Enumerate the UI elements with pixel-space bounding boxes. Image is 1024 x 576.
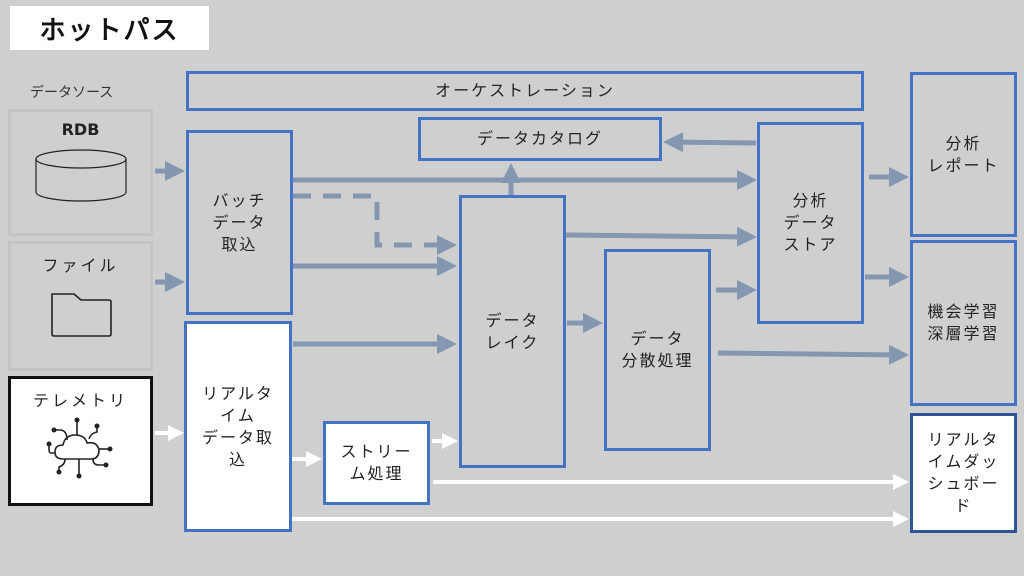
arrow-lake-to-store [565,226,757,247]
analytics-report-box[interactable]: 分析 レポート [910,72,1017,237]
orchestration-box[interactable]: オーケストレーション [186,71,864,111]
ml-dl-box[interactable]: 機会学習 深層学習 [910,240,1017,406]
source-telemetry[interactable]: テレメトリ [8,376,153,506]
arrow-processing-to-ml [717,344,909,365]
distributed-processing-box[interactable]: データ 分散処理 [604,249,711,451]
analytics-store-box[interactable]: 分析 データ ストア [757,122,864,324]
source-rdb[interactable]: RDB [8,109,153,236]
database-icon [34,149,127,202]
realtime-dashboard-box[interactable]: リアルタ イムダッ シュボー ド [910,413,1017,533]
folder-icon [50,293,112,337]
iot-cloud-icon [46,417,112,479]
page-title: ホットパス [10,6,209,50]
arrow-batch-to-lake-dashed [293,193,457,255]
data-source-label: データソース [30,85,114,101]
source-file[interactable]: ファイル [8,241,153,371]
stream-processing-box[interactable]: ストリー ム処理 [323,421,430,505]
arrow-store-to-catalog [663,132,757,153]
realtime-ingest-box[interactable]: リアルタ イム データ取 込 [184,321,292,532]
data-catalog-box[interactable]: データカタログ [418,117,662,161]
batch-ingest-box[interactable]: バッチ データ 取込 [186,130,293,315]
source-file-label: ファイル [42,256,119,275]
data-lake-box[interactable]: データ レイク [459,195,566,468]
source-rdb-label: RDB [61,120,100,139]
source-telemetry-label: テレメトリ [32,391,128,410]
